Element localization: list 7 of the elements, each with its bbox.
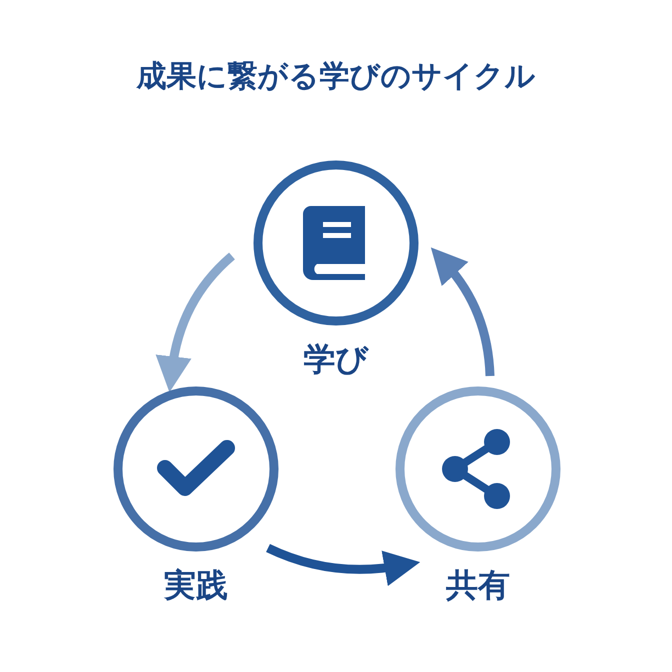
circle-label: 学び [302,339,370,380]
arrow [266,544,420,586]
circle-label: 共有 [445,565,511,606]
arrow [431,246,494,376]
title: 成果に繋がる学びのサイクル [135,58,536,96]
circle-label: 実践 [163,565,229,606]
arrow [156,252,235,392]
